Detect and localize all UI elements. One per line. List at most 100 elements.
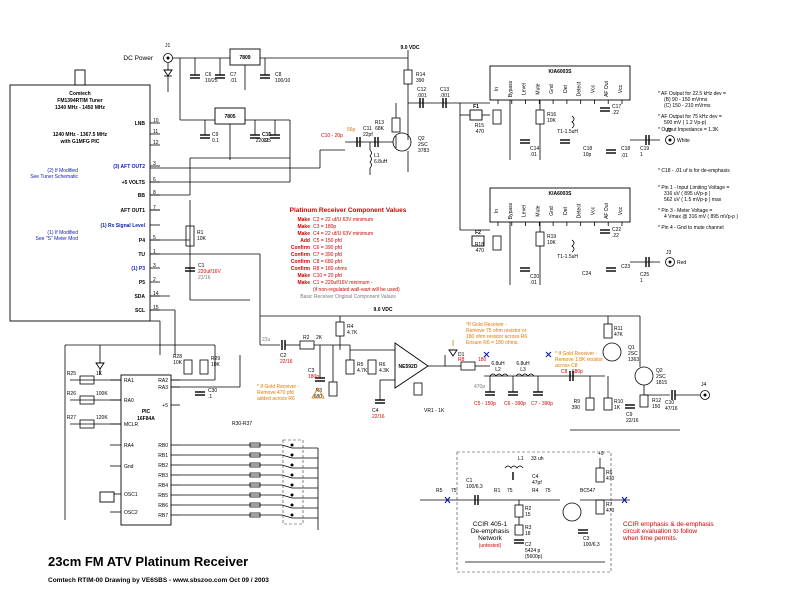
svg-text:R28: R28 bbox=[173, 354, 182, 360]
tuner-pin-name: SCL bbox=[135, 308, 145, 314]
svg-text:R2: R2 bbox=[525, 506, 532, 512]
ic2-pin-label: Vcc bbox=[590, 206, 596, 215]
values-row-tag: Make bbox=[297, 231, 310, 237]
svg-text:C5 - 150p: C5 - 150p bbox=[474, 401, 496, 407]
gold-receiver-notes: *If Gold Receiver -Remove 75 ohm resisto… bbox=[257, 322, 603, 402]
svg-text:.001: .001 bbox=[417, 93, 427, 99]
svg-text:C24: C24 bbox=[582, 271, 591, 277]
svg-text:.01: .01 bbox=[262, 138, 269, 144]
svg-text:L1: L1 bbox=[518, 456, 524, 462]
svg-text:2SC: 2SC bbox=[628, 351, 638, 357]
pic-left-pin: MCLR bbox=[124, 422, 139, 428]
q1-transistor bbox=[602, 342, 622, 362]
r18-resistor bbox=[492, 235, 502, 251]
ic2-label: KIA6003S bbox=[548, 191, 572, 197]
svg-text:2SC: 2SC bbox=[418, 142, 428, 148]
ic1-pin-label: In bbox=[494, 87, 500, 91]
r9-resistor bbox=[585, 397, 595, 411]
deemphasis-network: R5 75 C1 100/6.3 R1 75 R4 75 L1 33 uh C4… bbox=[420, 451, 714, 573]
c11-label: C11 bbox=[363, 126, 372, 132]
svg-text:C20: C20 bbox=[530, 274, 539, 280]
tuner-band-2: with G1MFG PIC bbox=[60, 139, 100, 145]
deemph-r7 bbox=[595, 499, 605, 515]
tuner-pin-number: 14 bbox=[153, 291, 159, 297]
deemph-title-1: CCIR 405-1 bbox=[473, 521, 508, 528]
drawing-subtitle: Comtech RTIM-00 Drawing by VE6SBS - www.… bbox=[48, 577, 269, 584]
svg-text:C19: C19 bbox=[640, 146, 649, 152]
j1-label: J1 bbox=[165, 43, 171, 49]
svg-text:D1: D1 bbox=[458, 352, 465, 358]
tuner-box bbox=[9, 84, 151, 322]
svg-text:3783: 3783 bbox=[418, 148, 429, 154]
svg-text:22/16: 22/16 bbox=[198, 275, 211, 281]
svg-text:R26: R26 bbox=[67, 391, 76, 397]
svg-text:.22: .22 bbox=[612, 233, 619, 239]
svg-text:680: 680 bbox=[314, 394, 323, 400]
svg-text:18: 18 bbox=[525, 531, 531, 537]
r3-resistor bbox=[328, 381, 338, 397]
values-row-tag: Confirm bbox=[291, 252, 311, 258]
ne592d-amplifier bbox=[394, 342, 429, 389]
tuner-pin-name: P4 bbox=[139, 238, 145, 244]
pic-right-pin: RB2 bbox=[158, 463, 168, 469]
pic16f84a-chip bbox=[120, 374, 172, 526]
svg-text:1K: 1K bbox=[614, 405, 621, 411]
pic-right-pin: RA2 bbox=[158, 378, 168, 384]
pic-right-pin: RB3 bbox=[158, 473, 168, 479]
spec-note-line: (B) 90 - 150 mVrms bbox=[664, 97, 708, 103]
svg-text:2K: 2K bbox=[316, 335, 323, 341]
svg-text:BC547: BC547 bbox=[580, 488, 596, 494]
note-line: * If Gold Receiver - bbox=[555, 351, 598, 357]
spec-note-line: 562 uV ( 1.5 mVp-p ) max bbox=[664, 197, 722, 203]
svg-text:T1-1.5uH: T1-1.5uH bbox=[557, 254, 578, 260]
dc-power-jack-pin bbox=[166, 56, 170, 60]
deemph-r6 bbox=[595, 467, 605, 483]
svg-text:15: 15 bbox=[525, 512, 531, 518]
svg-text:75: 75 bbox=[451, 488, 457, 494]
svg-text:4.3K: 4.3K bbox=[379, 368, 390, 374]
svg-text:R9: R9 bbox=[574, 399, 581, 405]
svg-text:.01: .01 bbox=[530, 152, 537, 158]
tuner-title-3: 1340 MHz - 1450 MHz bbox=[55, 105, 106, 111]
svg-text:L3: L3 bbox=[520, 367, 526, 373]
pic-left-pin: OSC1 bbox=[124, 492, 138, 498]
values-row-tag: Confirm bbox=[291, 259, 311, 265]
tuner-pin-number: 7 bbox=[153, 205, 156, 211]
r16-resistor bbox=[535, 109, 545, 125]
r14-label: R14 bbox=[416, 72, 425, 78]
svg-text:R4: R4 bbox=[347, 324, 354, 330]
tuner-pin-name: LNB bbox=[135, 121, 146, 127]
drawing-title: 23cm FM ATV Platinum Receiver bbox=[48, 554, 248, 569]
c12-label: C12 bbox=[417, 87, 426, 93]
svg-text:150: 150 bbox=[652, 404, 661, 410]
c11-reg-label: C11 bbox=[262, 132, 271, 138]
ic2-pin-label: Detect bbox=[577, 203, 583, 218]
svg-text:T1-1.5uH: T1-1.5uH bbox=[557, 129, 578, 135]
svg-text:C22: C22 bbox=[612, 227, 621, 233]
f1-label: F1 bbox=[473, 104, 479, 110]
svg-text:1K: 1K bbox=[96, 371, 103, 377]
ic1-pin-label: Detect bbox=[577, 81, 583, 96]
pic-title: PIC bbox=[142, 409, 151, 415]
crystal bbox=[99, 491, 115, 503]
values-row-tag: Make bbox=[297, 217, 310, 223]
r13-label: R13 bbox=[375, 120, 384, 126]
power-supply-section: DC Power J1 7809 C6 10/25 C7 .01 C8 100/… bbox=[123, 43, 409, 182]
bc547-transistor bbox=[562, 502, 582, 522]
svg-text:6.8uH: 6.8uH bbox=[491, 361, 505, 367]
svg-text:R16: R16 bbox=[547, 112, 556, 118]
q2-output-transistor bbox=[634, 366, 654, 386]
deemphasis-box bbox=[456, 451, 612, 573]
values-box-footer: Basic Receiver Original Component Values bbox=[300, 294, 396, 300]
tuner-pin-name: (3) AFT OUT2 bbox=[113, 164, 145, 170]
svg-text:R1: R1 bbox=[494, 488, 501, 494]
tuner-pin-name: (1) Rx Signal Level bbox=[101, 223, 146, 229]
svg-text:R4: R4 bbox=[532, 488, 539, 494]
svg-text:.01: .01 bbox=[621, 153, 628, 159]
svg-text:R29: R29 bbox=[211, 356, 220, 362]
svg-text:10K: 10K bbox=[547, 240, 557, 246]
deemph-comment-3: when time permits. bbox=[622, 535, 678, 542]
svg-text:470: 470 bbox=[606, 508, 615, 514]
